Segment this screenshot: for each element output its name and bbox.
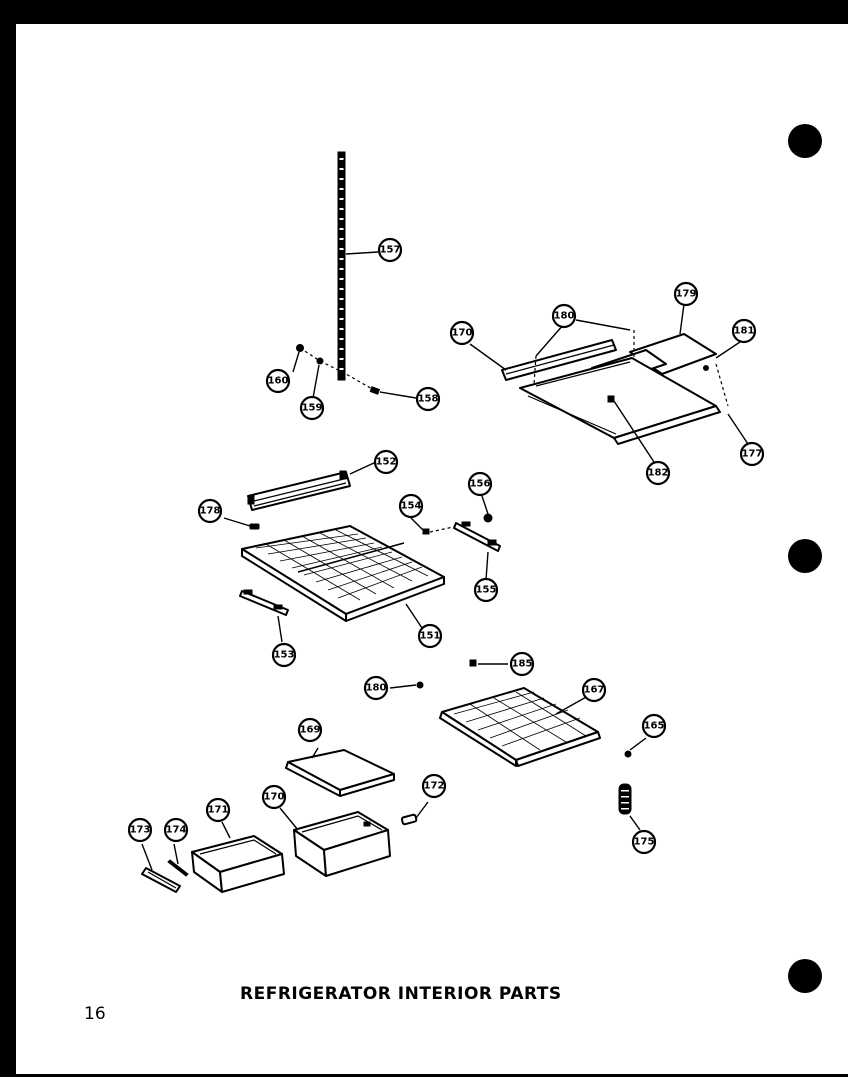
svg-text:179: 179: [676, 289, 697, 300]
svg-text:156: 156: [470, 479, 491, 490]
svg-text:155: 155: [476, 585, 497, 596]
clip-part: [416, 659, 477, 689]
diagram-title: REFRIGERATOR INTERIOR PARTS: [240, 984, 562, 1004]
svg-text:180: 180: [366, 683, 387, 694]
roller-part: [400, 813, 418, 826]
svg-text:169: 169: [300, 725, 321, 736]
svg-text:154: 154: [401, 501, 422, 512]
callout-152: 152: [373, 449, 399, 475]
svg-text:178: 178: [200, 506, 221, 517]
fastener-part: [296, 344, 381, 395]
callout-170: 170: [261, 784, 287, 810]
svg-text:185: 185: [512, 659, 533, 670]
callout-179: 179: [673, 281, 699, 307]
callout-180: 180: [551, 303, 577, 329]
svg-text:170: 170: [452, 328, 473, 339]
page-number: 16: [84, 1004, 106, 1024]
callout-170: 170: [449, 320, 475, 346]
callout-153: 153: [271, 642, 297, 668]
binder-hole: [788, 959, 822, 993]
svg-text:152: 152: [376, 457, 397, 468]
svg-text:175: 175: [634, 837, 655, 848]
exploded-view-drawing: 157 160 159 158 152 178 154 156 155 151 …: [127, 151, 765, 893]
svg-text:170: 170: [264, 792, 285, 803]
callout-156: 156: [467, 471, 493, 497]
binder-hole: [788, 539, 822, 573]
callout-154: 154: [398, 493, 424, 519]
callout-185: 185: [509, 651, 535, 677]
callout-174: 174: [163, 817, 189, 843]
svg-text:173: 173: [130, 825, 151, 836]
callout-159: 159: [299, 395, 325, 421]
wire-shelf-part: [241, 525, 445, 622]
svg-text:160: 160: [268, 376, 289, 387]
svg-text:159: 159: [302, 403, 323, 414]
screw-part: [618, 750, 632, 815]
callout-173: 173: [127, 817, 153, 843]
svg-text:158: 158: [418, 394, 439, 405]
crisper-pan-part: [191, 835, 285, 893]
crisper-cover-part: [285, 749, 395, 797]
bracket-part: [453, 521, 501, 552]
svg-text:153: 153: [274, 650, 295, 661]
svg-text:181: 181: [734, 326, 755, 337]
binder-hole: [788, 124, 822, 158]
svg-text:180: 180: [554, 311, 575, 322]
svg-text:157: 157: [380, 245, 401, 256]
callout-157: 157: [377, 237, 403, 263]
svg-text:151: 151: [420, 631, 441, 642]
shelf-rail-part: [247, 470, 351, 511]
clip-part: [249, 523, 260, 530]
callout-171: 171: [205, 797, 231, 823]
callout-180: 180: [363, 675, 389, 701]
svg-text:174: 174: [166, 825, 187, 836]
callout-165: 165: [641, 713, 667, 739]
callout-175: 175: [631, 829, 657, 855]
rail-part: [337, 151, 346, 381]
callout-167: 167: [581, 677, 607, 703]
callout-169: 169: [297, 717, 323, 743]
svg-text:167: 167: [584, 685, 605, 696]
crisper-cover-part: [501, 333, 721, 445]
callout-160: 160: [265, 368, 291, 394]
divider-part: [141, 859, 189, 893]
bracket-part: [239, 589, 289, 616]
shelf-frame-part: [439, 687, 601, 767]
callout-182: 182: [645, 460, 671, 486]
callout-181: 181: [731, 318, 757, 344]
callout-158: 158: [415, 386, 441, 412]
callout-151: 151: [417, 623, 443, 649]
svg-text:177: 177: [742, 449, 763, 460]
svg-text:182: 182: [648, 468, 669, 479]
svg-text:172: 172: [424, 781, 445, 792]
callout-155: 155: [473, 577, 499, 603]
svg-text:171: 171: [208, 805, 229, 816]
callout-178: 178: [197, 498, 223, 524]
callout-177: 177: [739, 441, 765, 467]
parts-diagram-sheet: 157 160 159 158 152 178 154 156 155 151 …: [16, 24, 848, 1074]
callout-172: 172: [421, 773, 447, 799]
svg-text:165: 165: [644, 721, 665, 732]
crisper-pan-part: [293, 811, 391, 877]
